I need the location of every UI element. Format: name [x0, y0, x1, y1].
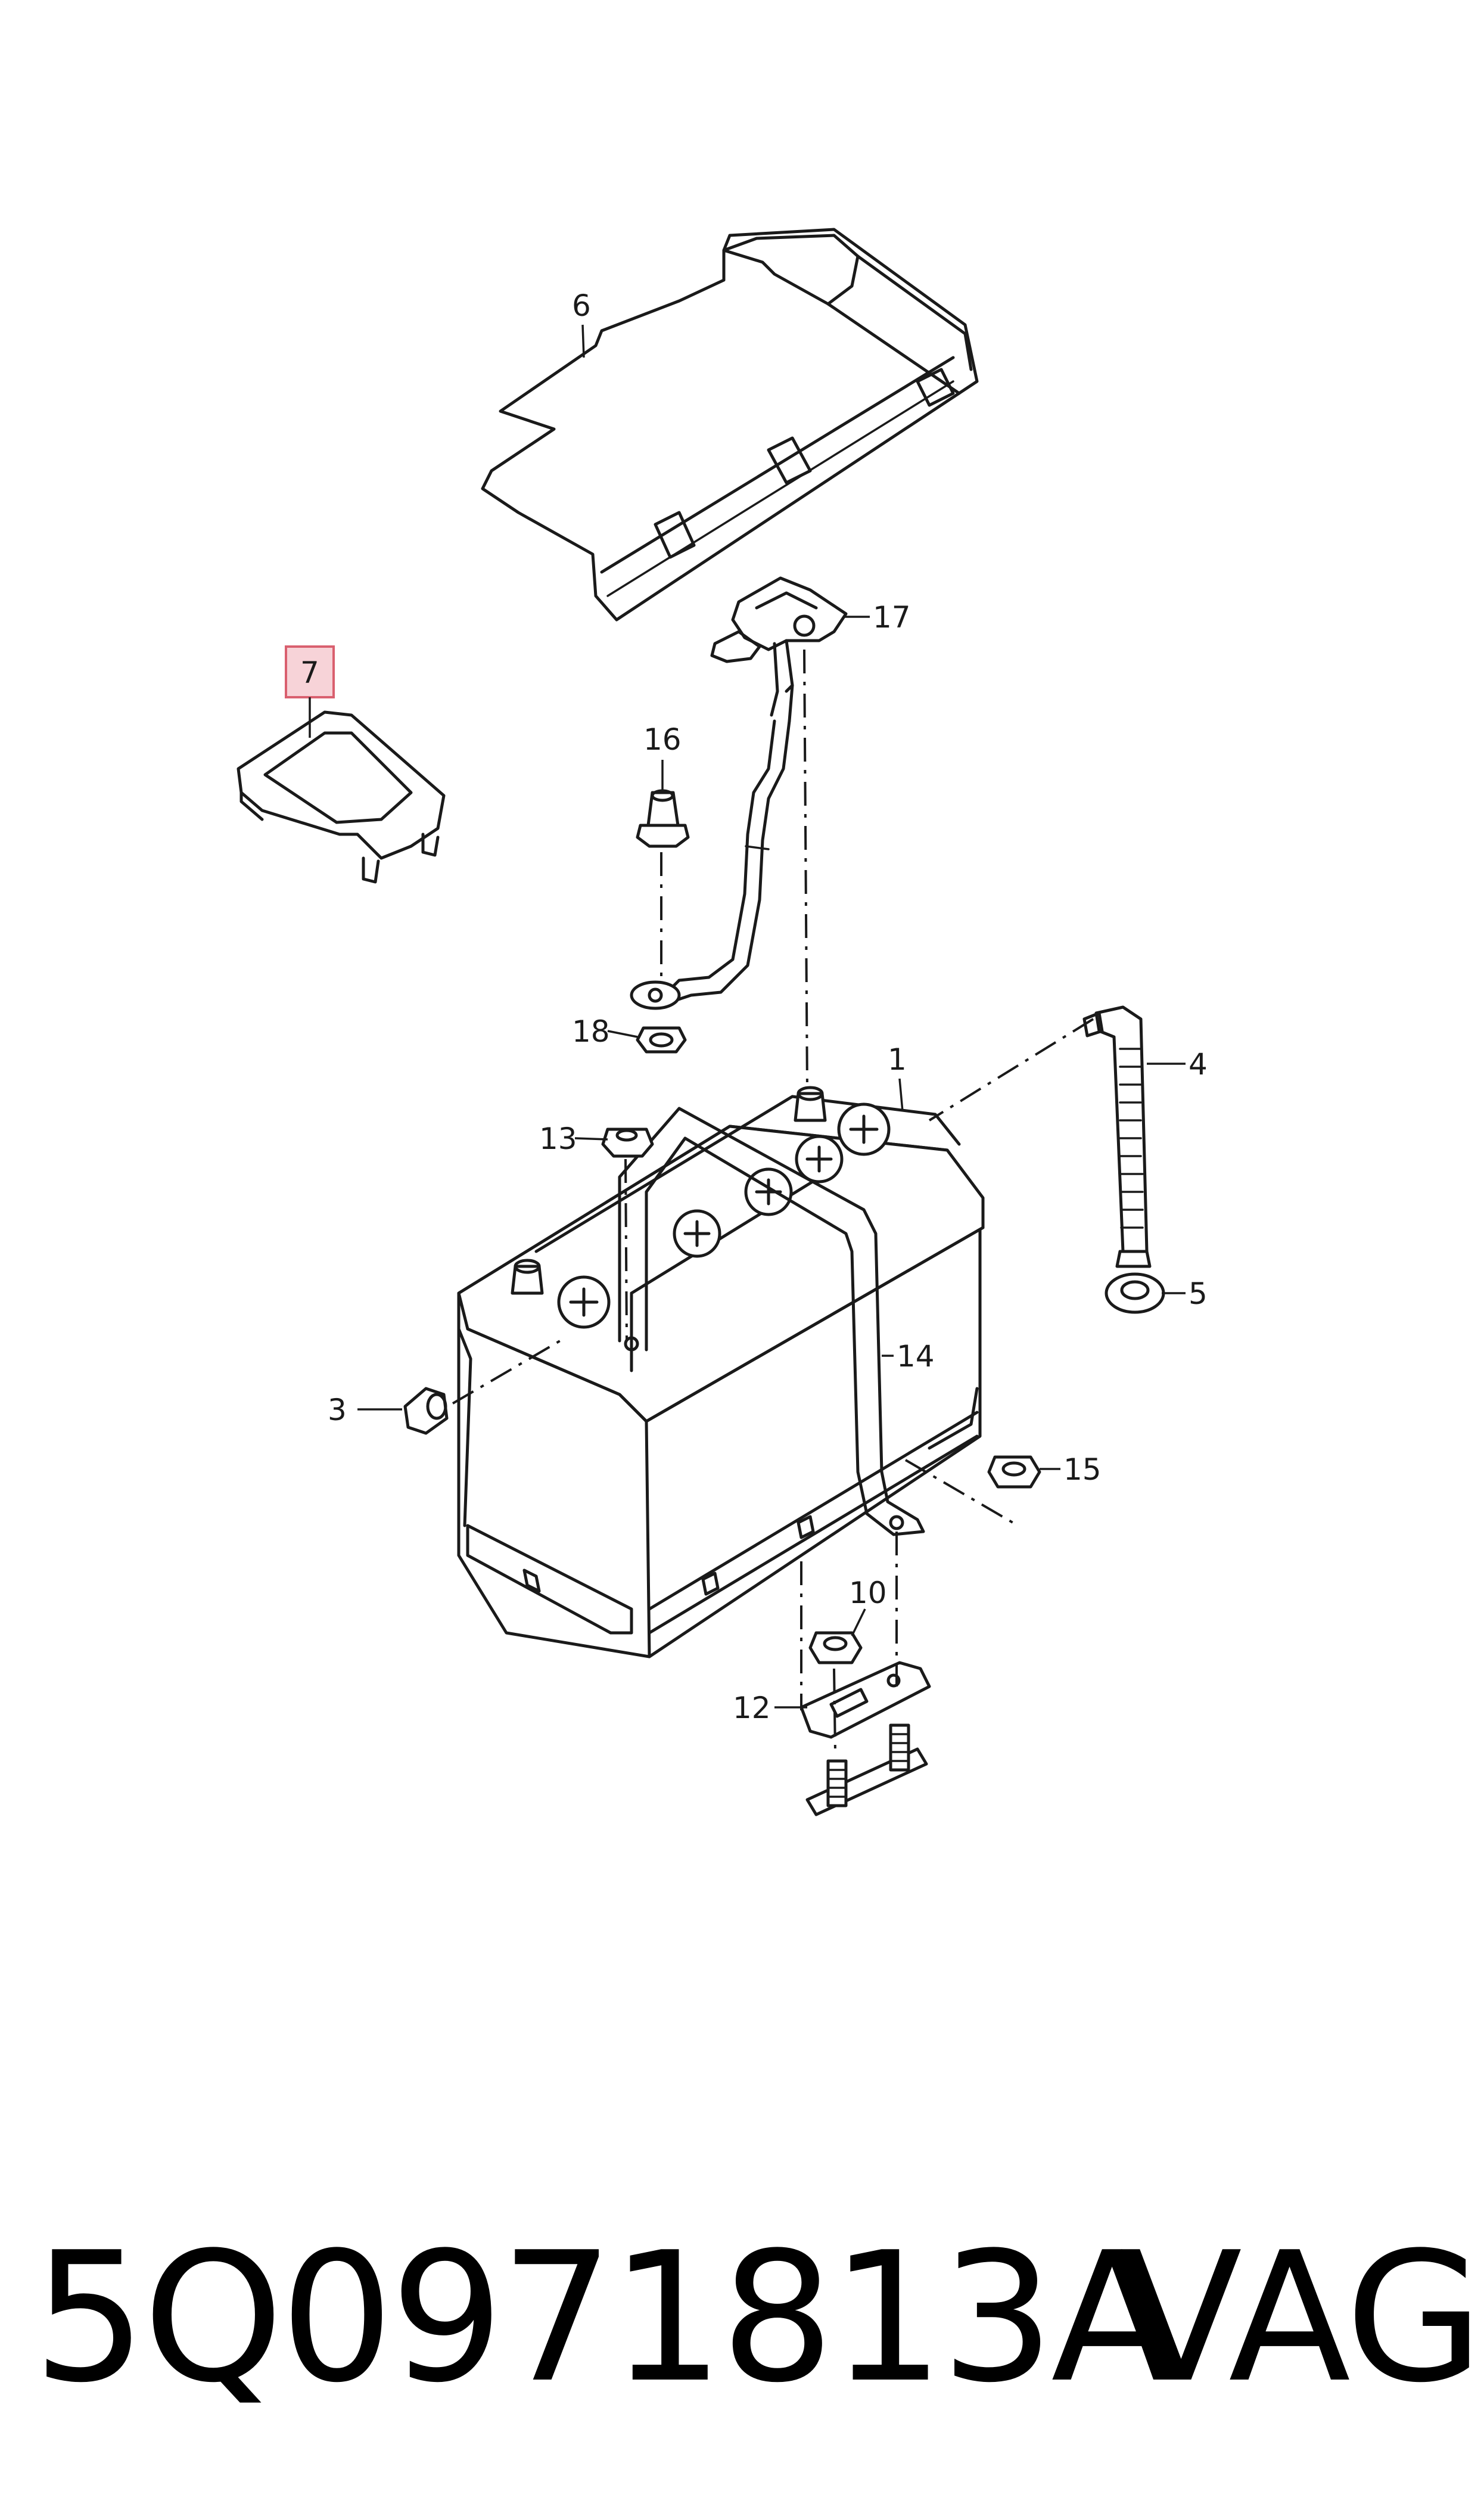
- callout-4[interactable]: 4: [1147, 1047, 1208, 1082]
- callout-5[interactable]: 5: [1162, 1276, 1208, 1311]
- callout-12[interactable]: 12: [733, 1691, 807, 1725]
- svg-text:15: 15: [1063, 1452, 1102, 1487]
- svg-text:12: 12: [733, 1691, 771, 1725]
- svg-text:4: 4: [1189, 1047, 1208, 1082]
- nut-part-15: [987, 1455, 1041, 1489]
- bolt-part-13: [601, 1128, 654, 1158]
- svg-text:16: 16: [643, 722, 682, 757]
- svg-text:5: 5: [1189, 1276, 1208, 1311]
- callout-16[interactable]: 16: [643, 722, 682, 790]
- svg-text:10: 10: [849, 1576, 887, 1610]
- svg-text:14: 14: [897, 1339, 935, 1374]
- svg-text:7: 7: [300, 656, 319, 690]
- battery-cover-part-6: [481, 228, 979, 622]
- nut-part-18: [636, 1026, 687, 1054]
- callout-17[interactable]: 17: [843, 600, 911, 635]
- nut-part-10: [808, 1631, 863, 1664]
- part-number: 5Q0971813A: [33, 2214, 1173, 2422]
- svg-text:3: 3: [328, 1393, 347, 1427]
- cable-lead-part-4: [1082, 1005, 1152, 1268]
- callout-6[interactable]: 6: [572, 288, 591, 358]
- plug-part-3: [403, 1387, 449, 1435]
- bolt-part-16: [636, 789, 690, 848]
- callout-15[interactable]: 15: [1040, 1452, 1102, 1487]
- callout-3[interactable]: 3: [328, 1393, 402, 1427]
- callout-18[interactable]: 18: [572, 1014, 638, 1049]
- svg-text:13: 13: [539, 1122, 577, 1156]
- callout-1[interactable]: 1: [888, 1042, 907, 1112]
- svg-text:6: 6: [572, 288, 591, 323]
- brand-name: VAG: [1120, 2214, 1483, 2422]
- callout-10[interactable]: 10: [849, 1576, 887, 1636]
- callout-7[interactable]: 7: [285, 645, 335, 738]
- svg-text:1: 1: [888, 1042, 907, 1077]
- callout-14[interactable]: 14: [882, 1339, 935, 1374]
- callout-13[interactable]: 13: [539, 1122, 608, 1156]
- svg-text:18: 18: [572, 1014, 610, 1049]
- grommet-part-5: [1105, 1272, 1165, 1314]
- bracket-part-7: [237, 710, 446, 884]
- clamp-plate-part-12: [799, 1661, 931, 1816]
- hold-down-strap-part-14: [618, 1107, 925, 1536]
- terminal-clamp-part-17: [630, 576, 848, 1010]
- svg-text:17: 17: [873, 600, 911, 635]
- assembly-lines: [452, 649, 1094, 1753]
